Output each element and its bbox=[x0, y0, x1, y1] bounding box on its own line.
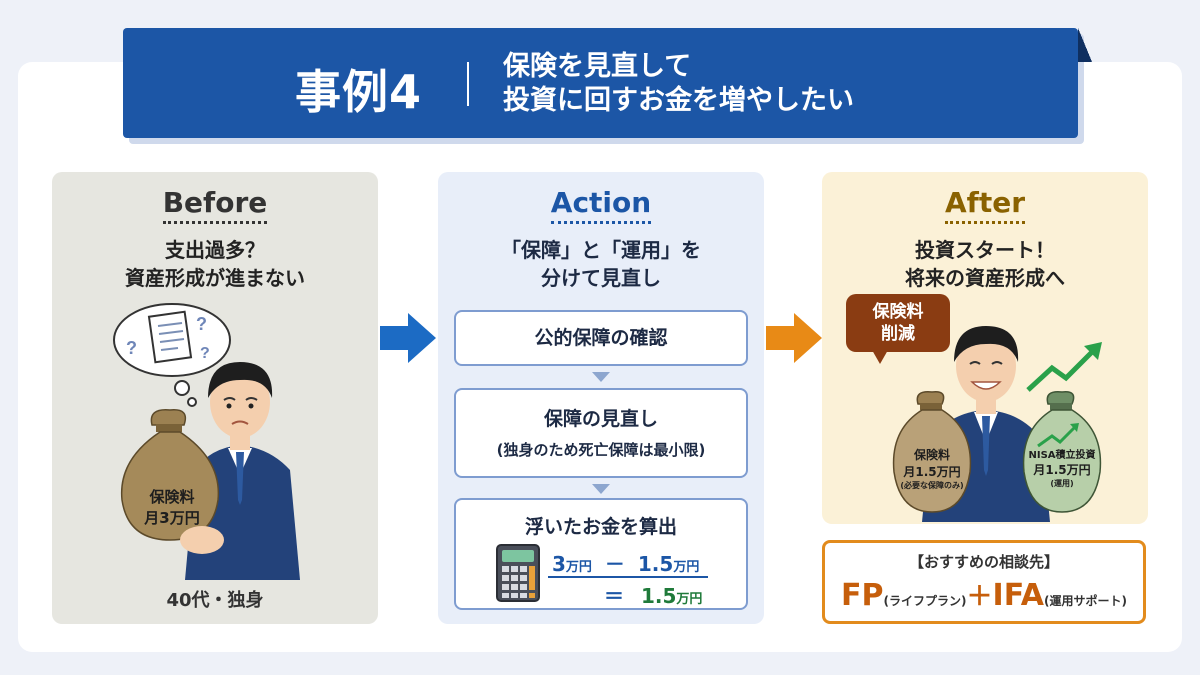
premium-cut-bubble: 保険料 削減 bbox=[846, 294, 950, 352]
step-public-coverage: 公的保障の確認 bbox=[454, 310, 748, 366]
worried-man-illustration: ? ? ? bbox=[113, 303, 300, 580]
banner-divider bbox=[467, 62, 469, 106]
before-subtitle: 支出過多？ 資産形成が進まない bbox=[125, 238, 305, 290]
question-mark-icon: ? bbox=[200, 345, 210, 362]
money-bag-icon bbox=[120, 409, 220, 541]
banner-fold bbox=[1078, 28, 1092, 62]
arrow-right-icon bbox=[766, 313, 822, 363]
header-banner: 事例4 保険を見直して 投資に回すお金を増やしたい bbox=[123, 28, 1078, 138]
calc-result: ＝ 1.5万円 bbox=[604, 584, 703, 608]
money-bag-icon bbox=[892, 391, 972, 513]
after-bag-left-label: 保険料 月1.5万円 (必要な保障のみ) bbox=[900, 448, 964, 490]
recommend-heading: 【おすすめの相談先】 bbox=[908, 553, 1059, 571]
calculator-icon bbox=[496, 544, 540, 602]
fp-note: (ライフプラン) bbox=[883, 594, 967, 608]
recommend-body: FP(ライフプラン)＋IFA(運用サポート) bbox=[825, 576, 1143, 613]
step-review-coverage: 保障の見直し (独身のため死亡保障は最小限) bbox=[454, 388, 748, 478]
growth-arrow-icon bbox=[1026, 342, 1102, 392]
ifa-label: IFA bbox=[992, 578, 1044, 613]
after-subtitle: 投資スタート！ 将来の資産形成へ bbox=[905, 238, 1065, 290]
step-arrow-icon bbox=[592, 484, 610, 494]
ifa-note: (運用サポート) bbox=[1043, 594, 1127, 608]
action-title: Action bbox=[438, 186, 764, 224]
question-mark-icon: ? bbox=[196, 314, 207, 334]
case-label: 事例4 bbox=[295, 65, 423, 119]
after-title: After bbox=[822, 186, 1148, 224]
before-title: Before bbox=[52, 186, 378, 224]
question-mark-icon: ? bbox=[126, 338, 137, 358]
action-subtitle: 「保障」と「運用」を 分けて見直し bbox=[501, 238, 701, 290]
banner-title-line2: 投資に回すお金を増やしたい bbox=[503, 85, 854, 116]
before-bag-label: 保険料 月3万円 bbox=[144, 488, 200, 527]
thought-bubble: ? ? ? bbox=[113, 303, 231, 407]
arrow-right-icon bbox=[380, 313, 436, 363]
banner-title: 保険を見直して 投資に回すお金を増やしたい bbox=[503, 50, 854, 118]
calc-divider bbox=[548, 576, 708, 578]
calc-expression: 3万円 － 1.5万円 bbox=[552, 552, 700, 576]
happy-man-illustration bbox=[892, 326, 1102, 522]
fp-label: FP bbox=[841, 578, 884, 613]
plus-sign: ＋ bbox=[966, 582, 993, 612]
step-arrow-icon bbox=[592, 372, 610, 382]
after-bag-right-label: NISA積立投資 月1.5万円 (運用) bbox=[1028, 450, 1096, 488]
banner-title-line1: 保険を見直して bbox=[503, 51, 692, 82]
bubble-tail bbox=[872, 350, 888, 364]
recommended-advisors-box: 【おすすめの相談先】 FP(ライフプラン)＋IFA(運用サポート) bbox=[822, 540, 1146, 624]
document-icon bbox=[147, 310, 193, 364]
before-footer: 40代・独身 bbox=[166, 590, 264, 611]
money-bag-icon bbox=[1022, 391, 1102, 513]
